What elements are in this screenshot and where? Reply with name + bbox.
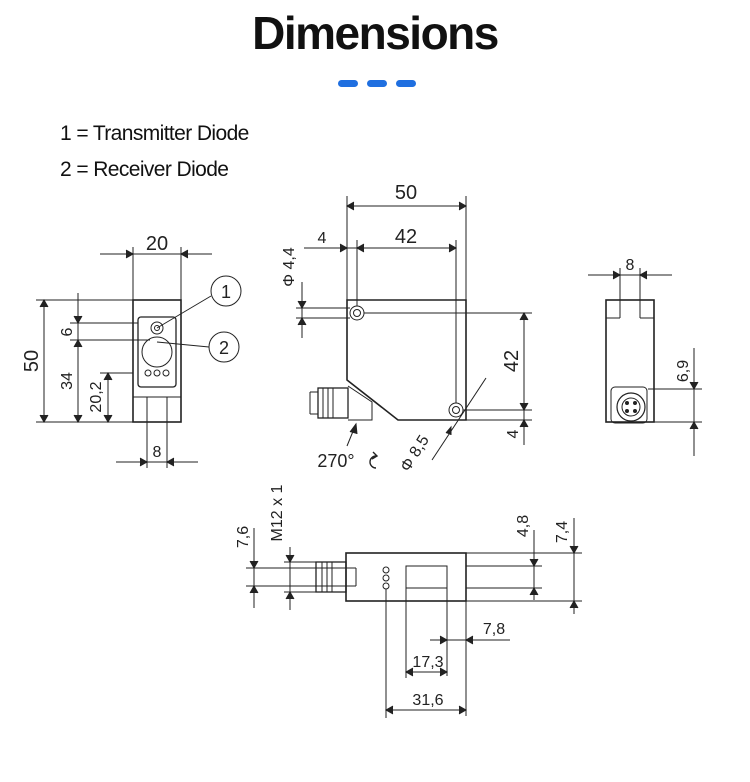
side-view: 50 4 42 Φ 4,4 42 4 270°: [281, 182, 532, 475]
rear-view: 8 6,9: [588, 257, 702, 456]
rotate-arrow-icon: [369, 451, 379, 469]
callout-1: 1: [221, 282, 231, 302]
side-bottom-offset-label: 4: [505, 429, 522, 438]
rear-width-label: 8: [626, 257, 635, 274]
bottom-view: M12 x 1 7,6 4,8 7,4 7,8: [235, 484, 582, 718]
side-hole-spacing-label: 42: [395, 226, 417, 248]
side-width-label: 50: [395, 182, 417, 204]
bottom-dim-7-6-label: 7,6: [235, 526, 252, 548]
title-accent-dashes: [338, 80, 418, 88]
rear-height-label: 6,9: [675, 360, 692, 382]
accent-dash: [338, 80, 358, 87]
side-rotation-label: 270°: [317, 451, 354, 471]
front-dim-20-2-label: 20,2: [88, 381, 105, 412]
accent-dash: [396, 80, 416, 87]
side-counterbore-label: Φ 8,5: [398, 432, 433, 475]
accent-dash: [367, 80, 387, 87]
legend-item-transmitter: 1 = Transmitter Diode: [60, 122, 249, 145]
bottom-dim-7-4-label: 7,4: [554, 521, 571, 543]
front-dim-6-label: 6: [59, 327, 76, 336]
callout-2: 2: [219, 338, 229, 358]
side-hole-diameter-label: Φ 4,4: [281, 247, 298, 287]
bottom-dim-31-6-label: 31,6: [412, 692, 443, 709]
front-dim-34-label: 34: [59, 372, 76, 390]
page-title: Dimensions: [252, 7, 499, 59]
bottom-dim-17-3-label: 17,3: [412, 654, 443, 671]
front-view: 20 50 6 34 20,2 8 1: [21, 233, 242, 468]
front-bottom-label: 8: [153, 444, 162, 461]
legend-item-receiver: 2 = Receiver Diode: [60, 158, 229, 181]
front-height-label: 50: [21, 350, 43, 372]
front-width-label: 20: [146, 233, 168, 255]
side-vertical-spacing-label: 42: [501, 350, 523, 372]
thread-label: M12 x 1: [269, 484, 286, 541]
bottom-dim-4-8-label: 4,8: [515, 515, 532, 537]
side-hole-offset-label: 4: [318, 230, 327, 247]
bottom-dim-7-8-label: 7,8: [483, 621, 505, 638]
